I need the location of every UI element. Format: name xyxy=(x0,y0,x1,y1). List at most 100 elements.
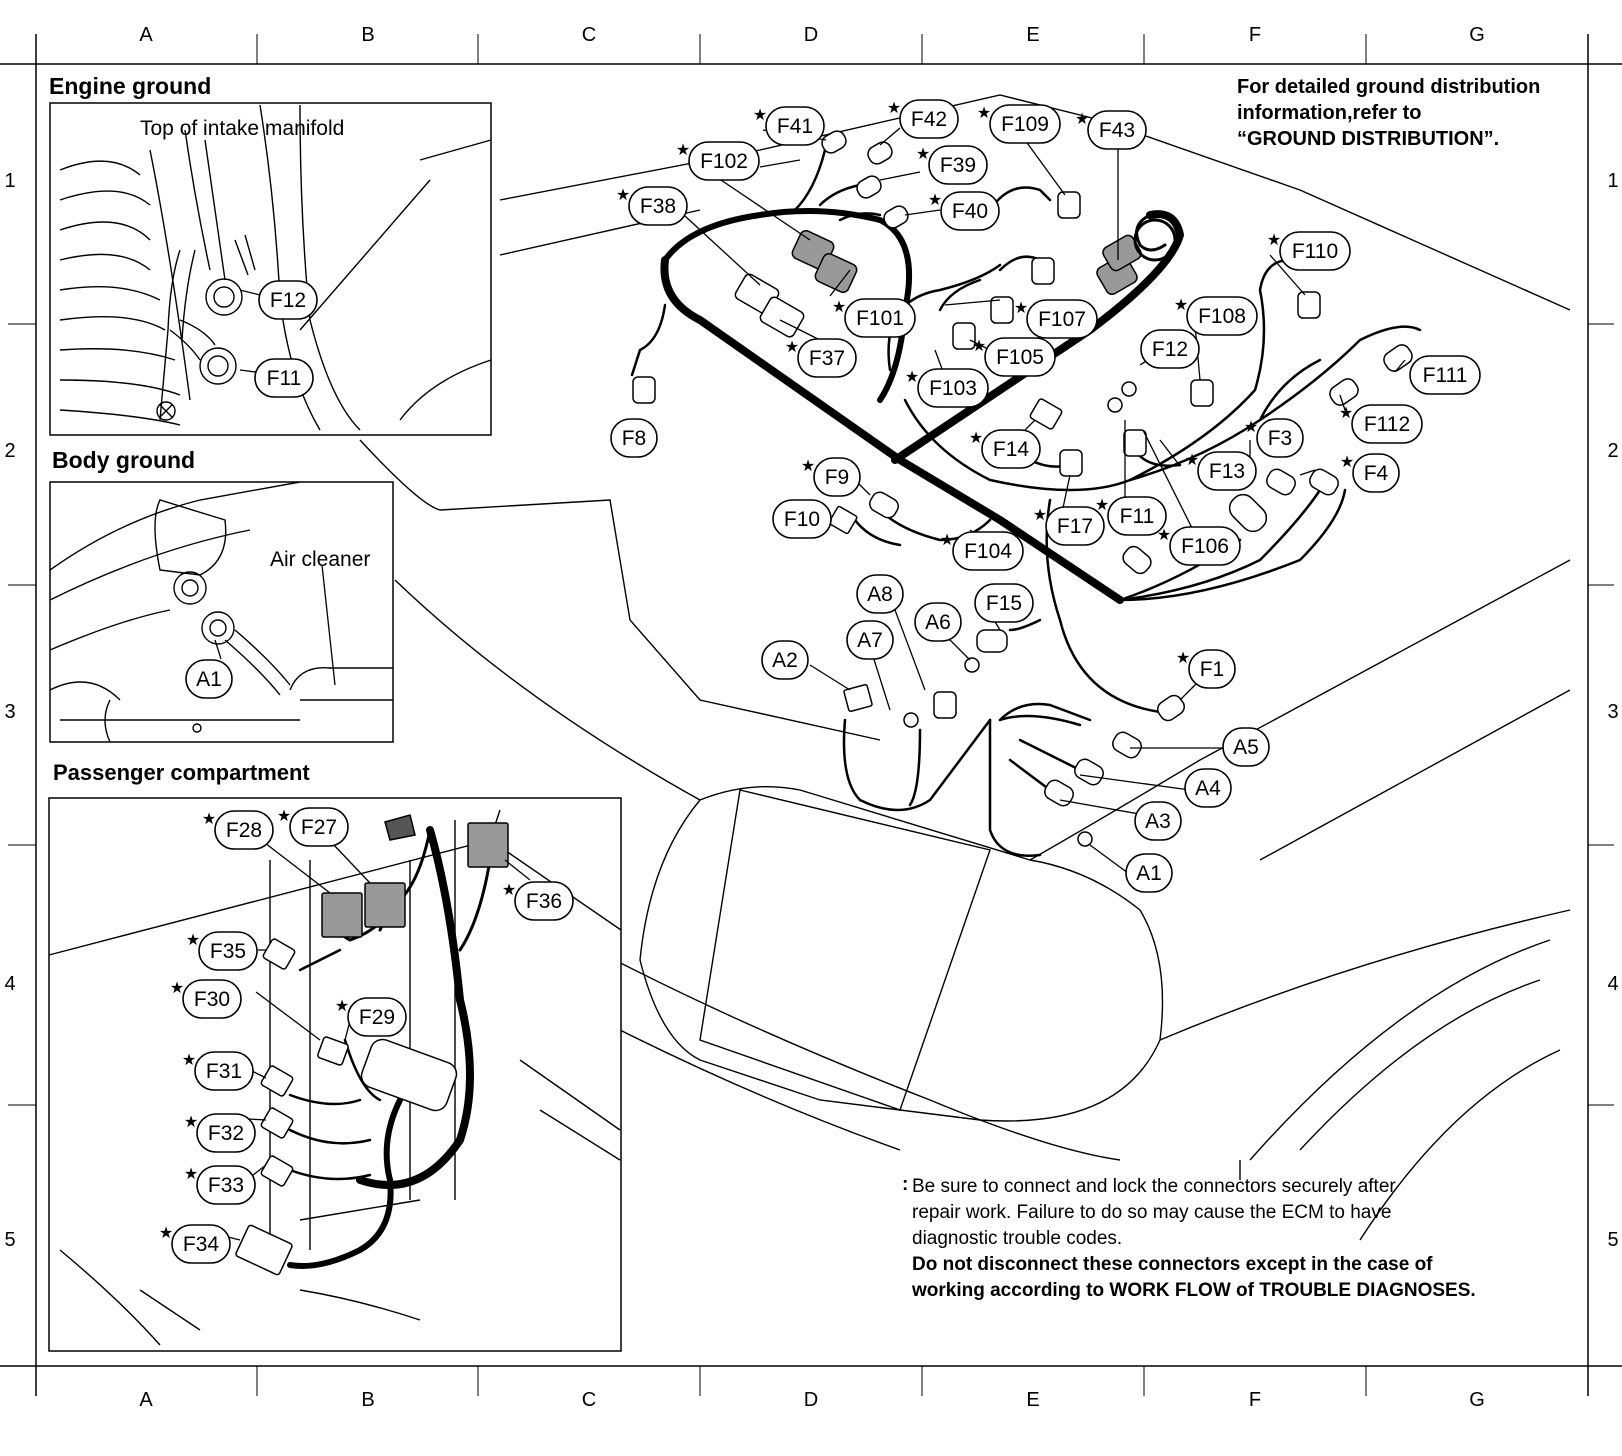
star-icon: ★ xyxy=(753,105,767,124)
connector-code: F15 xyxy=(986,592,1022,615)
connector-code: F105 xyxy=(996,346,1044,369)
connector-label-f12-inset: F12 xyxy=(258,280,318,320)
connector-label-a4: A4 xyxy=(1184,768,1232,808)
connector-code: F12 xyxy=(1152,338,1188,361)
grid-frame xyxy=(0,34,1622,1396)
connector-label-f38: F38★ xyxy=(616,185,688,226)
connector-label-a5: A5 xyxy=(1222,727,1270,767)
star-icon: ★ xyxy=(277,806,291,825)
row-label-right-5: 5 xyxy=(1607,1229,1618,1251)
caution-line-1: Be sure to connect and lock the connecto… xyxy=(912,1176,1396,1197)
connector-label-outline xyxy=(1140,329,1200,369)
connector-code: F8 xyxy=(622,427,647,450)
star-icon: ★ xyxy=(502,880,516,899)
connector-code: F112 xyxy=(1364,413,1410,436)
connector-label-f15: F15 xyxy=(974,583,1034,623)
star-icon: ★ xyxy=(1176,648,1190,667)
connector-label-outline xyxy=(917,368,989,408)
connector-label-outline xyxy=(797,338,857,378)
connector-code: A2 xyxy=(772,649,798,672)
connector-label-a2: A2 xyxy=(761,640,809,680)
row-label-left-2: 2 xyxy=(4,440,15,462)
connector-label-outline xyxy=(914,602,962,642)
connector-label-outline xyxy=(196,1165,256,1205)
connector-label-f35: F35★ xyxy=(186,930,258,971)
connector-label-outline xyxy=(989,104,1061,144)
star-icon: ★ xyxy=(972,336,986,355)
connector-label-outline xyxy=(765,106,825,146)
connector-label-outline xyxy=(194,1051,254,1091)
connector-label-outline xyxy=(347,997,407,1037)
connector-code: F4 xyxy=(1364,462,1389,485)
caution-line-5: working according to WORK FLOW of TROUBL… xyxy=(912,1280,1476,1301)
connector-label-outline xyxy=(1045,506,1105,546)
connector-code: F36 xyxy=(526,890,562,913)
col-label-top-e: E xyxy=(1026,24,1039,46)
connector-label-a8: A8 xyxy=(856,574,904,614)
engine-ground-title: Engine ground xyxy=(49,73,211,99)
connector-label-outline xyxy=(899,99,959,139)
connector-label-outline xyxy=(171,1224,231,1264)
connector-code: A5 xyxy=(1233,736,1259,759)
connector-label-f3: F3★ xyxy=(1244,417,1304,458)
connector-code: F13 xyxy=(1209,460,1245,483)
connector-code: F17 xyxy=(1057,515,1093,538)
connector-label-outline xyxy=(258,280,318,320)
col-label-top-b: B xyxy=(361,24,374,46)
connector-label-outline xyxy=(514,881,574,921)
connector-label-outline xyxy=(1352,453,1400,493)
connector-code: F11 xyxy=(1120,505,1155,528)
connector-label-outline xyxy=(761,640,809,680)
connector-label-f29: F29★ xyxy=(335,996,407,1037)
connector-code: F104 xyxy=(964,540,1012,563)
star-icon: ★ xyxy=(928,190,942,209)
star-icon: ★ xyxy=(184,1112,198,1131)
connector-label-outline xyxy=(1184,768,1232,808)
caution-line-2: repair work. Failure to do so may cause … xyxy=(912,1202,1392,1223)
connector-label-outline xyxy=(1125,853,1173,893)
connector-code: F35 xyxy=(210,940,246,963)
note-marker: : xyxy=(902,1174,909,1195)
col-label-top-a: A xyxy=(139,24,153,46)
connector-label-outline xyxy=(182,979,242,1019)
star-icon: ★ xyxy=(616,185,630,204)
connector-code: F33 xyxy=(208,1174,244,1197)
col-label-top-g: G xyxy=(1469,24,1485,46)
connector-labels: F41★F42★F109★F43★F102★F39★F38★F40★F110★F… xyxy=(159,98,1481,1264)
connector-code: F103 xyxy=(929,377,977,400)
star-icon: ★ xyxy=(1339,403,1353,422)
connector-label-f106: F106★ xyxy=(1157,525,1241,566)
connector-label-f40: F40★ xyxy=(928,190,1000,231)
connector-code: A7 xyxy=(857,629,883,652)
connector-code: F109 xyxy=(1001,113,1049,136)
connector-label-f10: F10 xyxy=(772,499,832,539)
col-label-top-f: F xyxy=(1249,24,1261,46)
connector-code: F30 xyxy=(194,988,230,1011)
body-ground-caption: Air cleaner xyxy=(270,548,370,571)
col-label-top-d: D xyxy=(804,24,818,46)
connector-label-f8: F8 xyxy=(610,418,658,458)
connector-label-outline xyxy=(254,358,314,398)
connector-code: F27 xyxy=(301,816,337,839)
star-icon: ★ xyxy=(1095,495,1109,514)
connector-label-f33: F33★ xyxy=(184,1164,256,1205)
connector-code: F11 xyxy=(267,367,302,390)
star-icon: ★ xyxy=(1267,230,1281,249)
passenger-compartment-title: Passenger compartment xyxy=(53,760,310,785)
row-label-left-4: 4 xyxy=(4,973,15,995)
connector-label-f1: F1★ xyxy=(1176,648,1236,689)
connector-code: F39 xyxy=(940,154,976,177)
connector-code: F37 xyxy=(809,347,845,370)
connector-label-f37: F37★ xyxy=(785,337,857,378)
row-label-left-1: 1 xyxy=(4,170,15,192)
star-icon: ★ xyxy=(159,1223,173,1242)
connector-label-outline xyxy=(1222,727,1270,767)
connector-label-outline xyxy=(1186,296,1258,336)
connector-label-outline xyxy=(1107,496,1167,536)
connector-label-a1: A1 xyxy=(1125,853,1173,893)
star-icon: ★ xyxy=(335,996,349,1015)
connector-label-f12: F12 xyxy=(1140,329,1200,369)
connector-code: A3 xyxy=(1145,810,1171,833)
connector-code: F110 xyxy=(1292,240,1338,263)
connector-label-f104: F104★ xyxy=(940,530,1024,571)
